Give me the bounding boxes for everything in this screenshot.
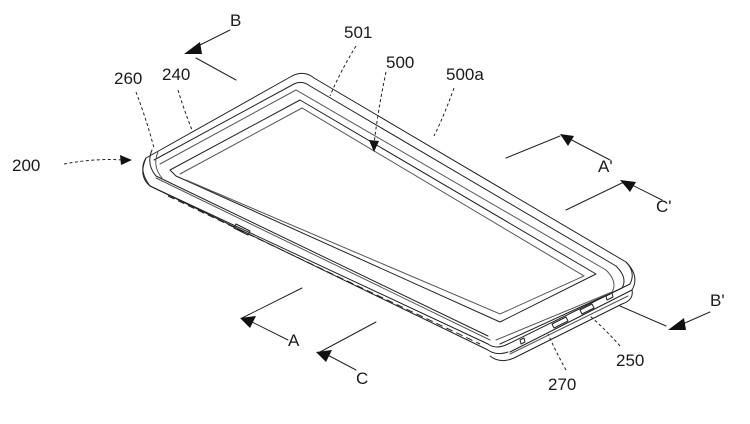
right-end-strip: [509, 295, 629, 355]
section-bprime-arrowhead: [668, 318, 686, 330]
label-240: 240: [162, 65, 190, 84]
front-side-slot: [233, 223, 251, 236]
label-section-aprime: A': [598, 157, 613, 176]
right-end-button-2: [579, 303, 595, 315]
right-end-port: [605, 292, 614, 301]
label-500: 500: [386, 53, 414, 72]
section-cprime-arrowhead: [620, 180, 636, 192]
section-aprime-arrowhead: [560, 134, 574, 146]
right-end-port-2: [519, 337, 526, 345]
device-top-rim-2: [159, 89, 607, 271]
label-200: 200: [12, 156, 40, 175]
label-section-a: A: [288, 331, 300, 350]
leader-200-arrowhead: [120, 155, 132, 165]
label-section-b: B: [230, 11, 241, 30]
front-side-mid: [155, 177, 491, 341]
leader-500a: [433, 87, 455, 137]
leader-270: [547, 333, 567, 371]
left-edge-strip-2: [155, 151, 163, 179]
label-section-bprime: B': [710, 291, 725, 310]
left-edge-strip: [149, 149, 489, 337]
label-500a: 500a: [446, 65, 484, 84]
leader-500-arrowhead: [369, 140, 379, 152]
section-aprime-arrow-stem: [563, 135, 611, 161]
leader-260: [135, 91, 155, 149]
section-lines: [184, 29, 711, 371]
left-curved-edge: [142, 157, 151, 187]
leader-501: [329, 45, 357, 97]
section-b-line: [195, 57, 237, 81]
right-end-rim-2: [495, 269, 615, 341]
section-aprime-line: [505, 135, 561, 159]
section-bprime-line: [619, 305, 667, 327]
right-end-bottom: [489, 289, 633, 362]
label-section-c: C: [356, 369, 368, 388]
screen-border: [169, 99, 597, 323]
leader-250: [589, 315, 621, 347]
section-cprime-line: [565, 181, 625, 211]
front-side-bottom: [149, 185, 509, 355]
leader-500: [373, 71, 387, 145]
leader-lines: [63, 45, 621, 371]
device-top-rim: [153, 81, 617, 267]
screen-border-inner: [179, 107, 586, 315]
section-a-line: [241, 287, 303, 319]
section-b-arrowhead: [184, 42, 202, 54]
reference-labels: 200 260 240 501 500 500a 250 270 B B' A'…: [12, 11, 725, 394]
leader-240: [177, 89, 193, 131]
label-section-cprime: C': [656, 197, 672, 216]
leader-200: [63, 159, 125, 165]
hidden-line-front: [167, 195, 481, 345]
right-end-button-1: [551, 316, 569, 329]
label-270: 270: [548, 375, 576, 394]
right-end-rim: [499, 265, 625, 345]
label-250: 250: [616, 351, 644, 370]
device-outer-outline: [142, 72, 633, 348]
device-body: [142, 72, 636, 362]
section-c-line: [319, 321, 377, 353]
section-a-arrowhead: [240, 316, 256, 328]
section-c-arrowhead: [316, 350, 332, 362]
label-260: 260: [114, 69, 142, 88]
label-501: 501: [344, 23, 372, 42]
